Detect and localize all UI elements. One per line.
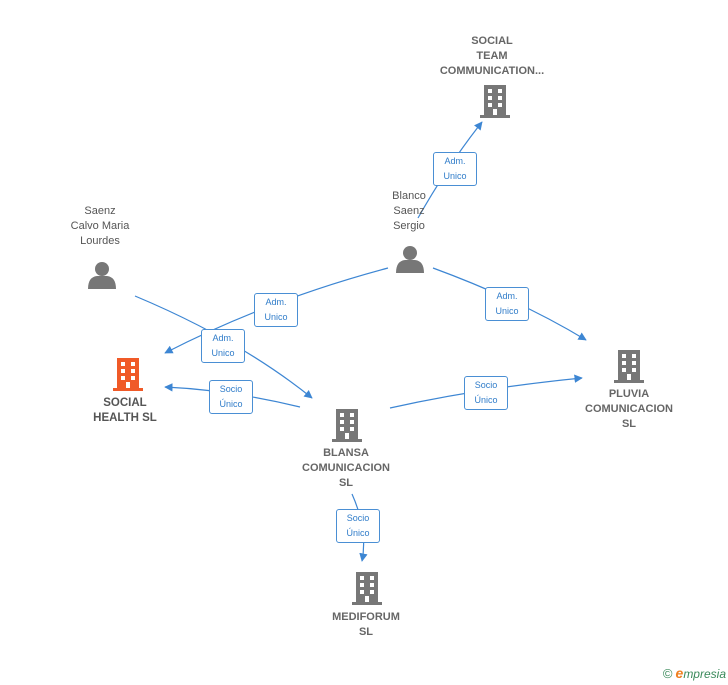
edge-label-blanco-socialhealth[interactable]: Adm. Unico — [254, 293, 298, 327]
node-label-blanco[interactable]: Blanco Saenz Sergio — [392, 190, 426, 232]
node-label-social-team[interactable]: SOCIAL TEAM COMMUNICATION... — [439, 35, 545, 77]
node-label-social-health[interactable]: SOCIAL HEALTH SL — [93, 397, 157, 424]
edge-label-blansa-pluvia[interactable]: Socio Único — [464, 376, 508, 410]
node-label-saenz[interactable]: Saenz Calvo Maria Lourdes — [70, 205, 130, 247]
edge-label-saenz-blansa[interactable]: Adm. Unico — [201, 329, 245, 363]
edge-label-blanco-socialteam[interactable]: Adm. Unico — [433, 152, 477, 186]
brand-name: mpresia — [683, 667, 726, 681]
person-icon[interactable] — [88, 262, 116, 289]
building-icon[interactable] — [113, 358, 143, 391]
building-icon[interactable] — [614, 350, 644, 383]
node-label-pluvia[interactable]: PLUVIA COMUNICACION SL — [585, 388, 673, 430]
edge-label-blanco-pluvia[interactable]: Adm. Unico — [485, 287, 529, 321]
brand-initial: e — [675, 665, 684, 681]
copyright-icon: © — [662, 666, 673, 681]
node-label-mediforum[interactable]: MEDIFORUM SL — [332, 611, 400, 638]
node-label-blansa[interactable]: BLANSA COMUNICACION SL — [302, 447, 390, 489]
building-icon[interactable] — [352, 572, 382, 605]
person-icon[interactable] — [396, 246, 424, 273]
building-icon[interactable] — [480, 85, 510, 118]
brand-watermark: ©empresia — [663, 665, 726, 681]
edge-label-blansa-socialhealth[interactable]: Socio Único — [209, 380, 253, 414]
edge-label-blansa-mediforum[interactable]: Socio Único — [336, 509, 380, 543]
building-icon[interactable] — [332, 409, 362, 442]
